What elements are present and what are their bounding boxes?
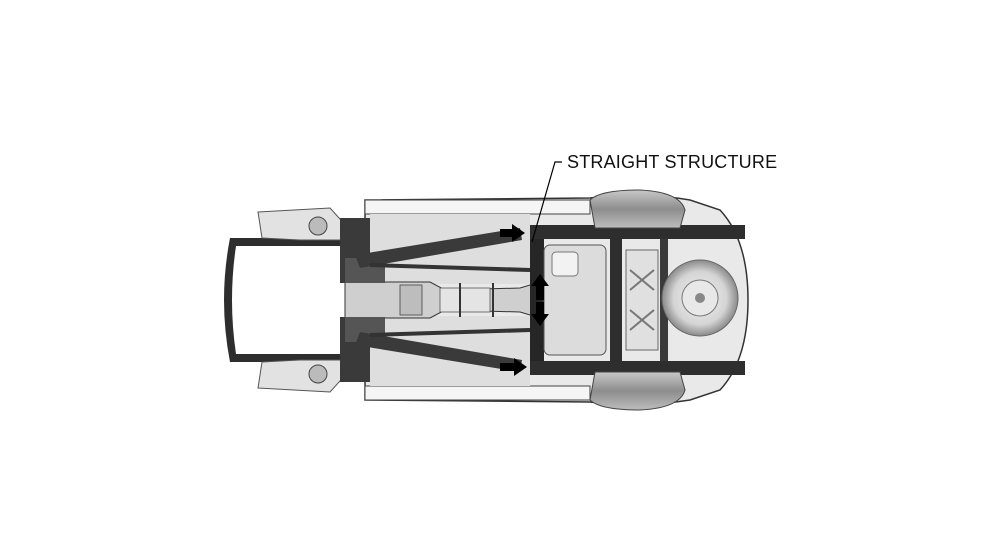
load-path-arrows [500, 224, 549, 376]
arrow-down [531, 302, 549, 326]
callout-leader-line [531, 161, 562, 243]
front-side-members [355, 228, 531, 372]
arrow-right-lower [500, 358, 527, 376]
rear-wheel-wells [589, 189, 686, 411]
front-frame [224, 207, 385, 393]
arrow-right-upper [500, 224, 525, 242]
arrow-up [531, 274, 549, 300]
rear-frame [530, 225, 745, 375]
center-tunnel [344, 281, 541, 319]
straight-structure-label: STRAIGHT STRUCTURE [567, 152, 778, 172]
